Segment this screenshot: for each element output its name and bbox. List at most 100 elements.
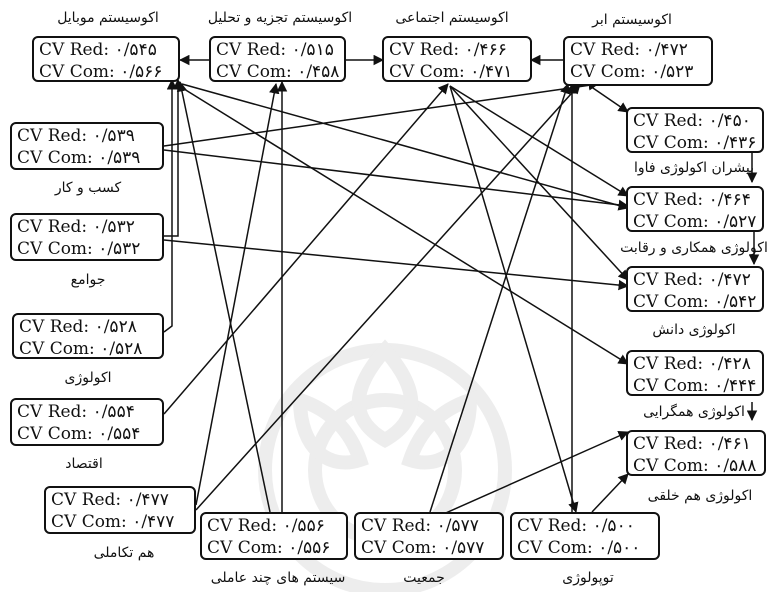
cv-red-value: ۰/۴۲۸: [708, 354, 751, 374]
node-title-mobile: اکوسیستم موبایل: [57, 10, 159, 26]
cv-com-value: ۰/۵۵۶: [288, 538, 331, 558]
cv-red-value: ۰/۵۵۴: [92, 402, 135, 422]
cv-red-label: CV Red:: [633, 354, 704, 374]
cv-red-label: CV Red:: [570, 40, 641, 60]
node-coop-competition: CV Red: ۰/۴۶۴ CV Com: ۰/۵۲۷: [626, 186, 764, 232]
node-title-convergence: اکولوژی همگرایی: [643, 404, 745, 420]
cv-com-label: CV Com:: [39, 62, 115, 82]
cv-com-value: ۰/۵۸۸: [714, 456, 757, 476]
cv-red-row: CV Red: ۰/۴۶۶: [389, 39, 525, 61]
node-title-societies: جوامع: [70, 272, 106, 288]
cv-red-row: CV Red: ۰/۴۶۴: [633, 189, 757, 211]
edge-business-to-cloud: [163, 80, 600, 147]
cv-com-value: ۰/۴۴۴: [714, 376, 757, 396]
cv-red-row: CV Red: ۰/۵۲۸: [19, 316, 157, 338]
cv-red-row: CV Red: ۰/۴۲۸: [633, 353, 757, 375]
cv-red-row: CV Red: ۰/۴۶۱: [633, 433, 759, 455]
node-title-cocreation: اکولوژی هم خلقی: [647, 488, 753, 504]
cv-com-label: CV Com:: [633, 456, 709, 476]
node-population: CV Red: ۰/۵۷۷ CV Com: ۰/۵۷۷: [354, 512, 504, 560]
edge-topology-to-cocreation: [591, 473, 629, 513]
node-multiagent: CV Red: ۰/۵۵۶ CV Com: ۰/۵۵۶: [200, 512, 348, 560]
cv-red-row: CV Red: ۰/۴۵۰: [633, 110, 757, 132]
edge-social-to-coop: [449, 85, 629, 197]
cv-com-value: ۰/۵۴۲: [714, 292, 757, 312]
node-cocreation: CV Red: ۰/۴۶۱ CV Com: ۰/۵۸۸: [626, 430, 766, 476]
cv-com-label: CV Com:: [633, 133, 709, 153]
cv-com-row: CV Com: ۰/۵۶۶: [39, 61, 173, 83]
cv-red-row: CV Red: ۰/۵۵۴: [17, 401, 157, 423]
cv-com-row: CV Com: ۰/۴۷۱: [389, 61, 525, 83]
cv-com-value: ۰/۴۷۱: [470, 62, 513, 82]
edge-coevolution-to-cloud: [195, 83, 581, 511]
cv-com-row: CV Com: ۰/۵۳۹: [17, 147, 157, 169]
node-cloud: CV Red: ۰/۴۷۲ CV Com: ۰/۵۲۳: [563, 36, 713, 86]
node-title-topology: توپولوژی: [562, 570, 614, 586]
cv-red-value: ۰/۵۵۶: [282, 516, 325, 536]
cv-com-label: CV Com:: [19, 339, 95, 359]
cv-red-label: CV Red:: [19, 317, 90, 337]
node-analytics: CV Red: ۰/۵۱۵ CV Com: ۰/۴۵۸: [209, 36, 346, 82]
cv-com-label: CV Com:: [17, 424, 93, 444]
cv-com-row: CV Com: ۰/۵۷۷: [361, 537, 497, 559]
cv-com-label: CV Com:: [517, 538, 593, 558]
cv-red-row: CV Red: ۰/۴۷۲: [633, 269, 757, 291]
cv-red-value: ۰/۴۷۲: [708, 270, 751, 290]
cv-com-label: CV Com:: [389, 62, 465, 82]
cv-com-value: ۰/۵۳۹: [98, 148, 141, 168]
edge-cloud-to-ict: [589, 85, 629, 113]
edge-societies-to-knowledge: [163, 239, 630, 291]
cv-red-value: ۰/۵۲۸: [94, 317, 137, 337]
cv-com-row: CV Com: ۰/۵۵۶: [207, 537, 341, 559]
cv-red-value: ۰/۵۷۷: [436, 516, 479, 536]
node-business: CV Red: ۰/۵۳۹ CV Com: ۰/۵۳۹: [10, 122, 164, 170]
cv-com-label: CV Com:: [361, 538, 437, 558]
cv-com-row: CV Com: ۰/۴۵۸: [216, 61, 339, 83]
cv-com-row: CV Com: ۰/۴۴۴: [633, 375, 757, 397]
cv-com-value: ۰/۵۲۸: [100, 339, 143, 359]
node-ict-drivers: CV Red: ۰/۴۵۰ CV Com: ۰/۴۳۶: [626, 107, 764, 153]
edge-coevolution-to-analytics: [195, 82, 280, 506]
node-topology: CV Red: ۰/۵۰۰ CV Com: ۰/۵۰۰: [510, 512, 660, 560]
cv-red-label: CV Red:: [17, 126, 88, 146]
node-societies: CV Red: ۰/۵۳۲ CV Com: ۰/۵۳۲: [10, 213, 164, 261]
cv-red-value: ۰/۵۳۲: [92, 217, 135, 237]
cv-red-value: ۰/۵۱۵: [291, 40, 334, 60]
node-economy: CV Red: ۰/۵۵۴ CV Com: ۰/۵۵۴: [10, 398, 164, 446]
cv-red-value: ۰/۵۳۹: [92, 126, 135, 146]
cv-red-label: CV Red:: [207, 516, 278, 536]
cv-red-label: CV Red:: [17, 402, 88, 422]
node-title-analytics: اکوسیستم تجزیه و تحلیل: [207, 10, 353, 26]
edge-economy-to-social: [163, 83, 449, 415]
cv-com-label: CV Com:: [17, 239, 93, 259]
edge-mobile-to-convergence: [175, 83, 629, 365]
cv-red-row: CV Red: ۰/۵۷۷: [361, 515, 497, 537]
cv-red-row: CV Red: ۰/۵۱۵: [216, 39, 339, 61]
cv-com-value: ۰/۵۵۴: [98, 424, 141, 444]
cv-red-value: ۰/۵۴۵: [114, 40, 157, 60]
edge-business-to-coop: [163, 149, 630, 211]
edge-population-to-cocreation: [429, 431, 629, 521]
cv-red-label: CV Red:: [633, 190, 704, 210]
cv-red-label: CV Red:: [633, 111, 704, 131]
cv-com-row: CV Com: ۰/۴۳۶: [633, 132, 757, 154]
cv-com-row: CV Com: ۰/۵۰۰: [517, 537, 653, 559]
cv-com-label: CV Com:: [633, 212, 709, 232]
edge-societies-to-mobile: [164, 78, 184, 237]
cv-red-label: CV Red:: [633, 270, 704, 290]
cv-com-row: CV Com: ۰/۵۸۸: [633, 455, 759, 477]
cv-red-value: ۰/۴۶۱: [708, 434, 751, 454]
node-knowledge: CV Red: ۰/۴۷۲ CV Com: ۰/۵۴۲: [626, 266, 764, 312]
node-title-population: جمعیت: [403, 570, 445, 586]
edge-population-to-cloud: [429, 83, 571, 513]
cv-red-row: CV Red: ۰/۵۳۹: [17, 125, 157, 147]
cv-com-value: ۰/۵۶۶: [120, 62, 163, 82]
cv-com-row: CV Com: ۰/۵۵۴: [17, 423, 157, 445]
node-title-business: کسب و کار: [54, 180, 122, 196]
cv-com-label: CV Com:: [633, 292, 709, 312]
node-title-ict-drivers: پیشران اکولوژی فاوا: [633, 160, 755, 176]
cv-com-label: CV Com:: [207, 538, 283, 558]
cv-com-row: CV Com: ۰/۵۲۸: [19, 338, 157, 360]
node-title-multiagent: سیستم های چند عاملی: [210, 570, 346, 586]
